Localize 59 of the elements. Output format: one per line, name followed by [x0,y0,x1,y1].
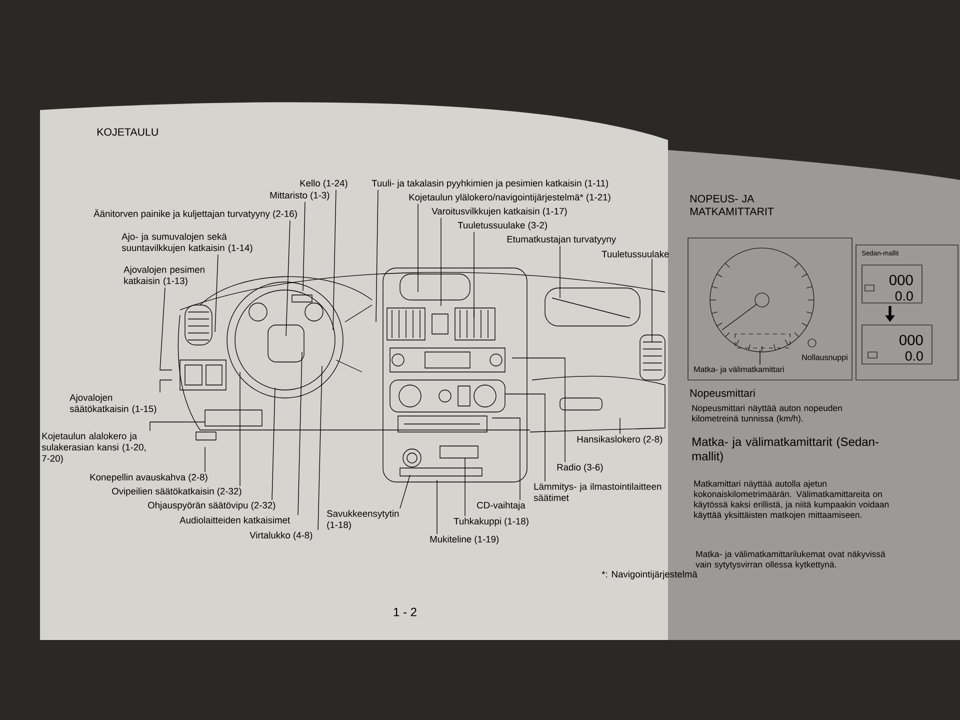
callout-label: Kello (1-24) [300,180,348,188]
display-digits: 000 [890,274,913,286]
paragraph: Matkamittari näyttää autolla ajetun kokonaiskilometrimäärän. Välimatkamittareita on käytössä kaksi erillistä, ja niitä kumpaakin voidaan käyttää yksittäisten matkojen mittaamiseen. [694,480,889,520]
callout-label: Tuuletussuulake [602,250,669,258]
leader-line [512,358,566,462]
callout-label: Äänitorven painike ja kuljettajan turvatyyny (2-16) [94,209,297,219]
callout-label: Kojetaulun alalokero ja sulakerasian kansi (1-20, 7-20) [42,432,146,464]
callout-label: Audiolaitteiden katkaisimet [180,516,290,524]
leader-line [150,422,206,432]
leader-line [464,458,466,516]
page-number: 1 - 2 [394,608,416,616]
paragraph: Matka- ja välimatkamittarilukemat ovat näkyvissä vain sytytysvirran ollessa kytkettynä. [696,550,886,570]
callout-label: Varoitusvilkkujen katkaisin (1-17) [432,208,567,216]
leader-line [492,418,520,500]
leader-line [160,287,172,370]
callout-label: Radio (3-6) [557,464,603,472]
callout-label: Ajovalojen säätökatkaisin (1-15) [70,394,156,414]
callout-label: Mukiteline (1-19) [430,536,499,544]
display-digits: 0.0 [895,291,913,301]
callout-label: CD-vaihtaja [477,502,526,510]
leader-line [332,190,336,330]
callout-label: Ovipeilien säätökatkaisin (2-32) [112,488,242,496]
leader-line [302,202,306,292]
callout-label: Ohjauspyörän säätövipu (2-32) [148,502,276,510]
callout-label: Ajovalojen pesimen katkaisin (1-13) [124,266,204,286]
callout-label: Kojetaulun ylälokero/navigointijärjestelmä* (1-21) [409,194,610,202]
subheading: Matka- ja välimatkamittarit (Sedan-mallit) [692,437,878,463]
part-label: Nollausnuppi [802,354,848,362]
leader-line [298,352,302,516]
leader-line [272,388,276,500]
callout-label: Konepellin avauskahva (2-8) [90,474,208,482]
callout-label: Matka- ja välimatkamittari [694,366,784,374]
callout-label: Mittaristo (1-3) [270,192,330,200]
leader-line [504,394,546,482]
paragraph: Nopeusmittari näyttää auton nopeuden kilometreinä tunnissa (km/h). [692,404,842,424]
leader-line [318,366,322,530]
leader-line [376,190,378,322]
callout-label: Tuuli- ja takalasin pyyhkimien ja pesimien katkaisin (1-11) [372,180,608,188]
heading: NOPEUS- JA MATKAMITTARIT [690,194,774,216]
leader-line [286,220,290,336]
leader-line [214,254,218,332]
callout-label: Savukkeensytytin (1-18) [327,510,399,530]
leader-line [160,380,172,393]
callout-label: Ajo- ja sumuvalojen sekä suuntavilkkujen katkaisin (1-14) [122,233,252,253]
leader-line [436,480,438,534]
subheading: Nopeusmittari [690,389,755,399]
display-digits: 000 [900,334,923,346]
page-title: KOJETAULU [97,128,158,136]
callout-label: Etumatkustajan turvatyyny [507,236,616,244]
callout-label: Lämmitys- ja ilmastointilaitteen säätimet [534,482,662,502]
leader-line [400,474,410,509]
callout-label: Hansikaslokero (2-8) [577,436,662,444]
leader-line [204,446,206,472]
callout-label: Virtalukko (4-8) [250,532,312,540]
leader-line [440,218,442,306]
callout-label: Tuhkakuppi (1-18) [454,518,528,526]
callout-label: Tuuletussuulake (3-2) [458,222,547,230]
footnote: *: Navigointijärjestelmä [602,570,698,580]
display-digits: 0.0 [905,351,923,361]
